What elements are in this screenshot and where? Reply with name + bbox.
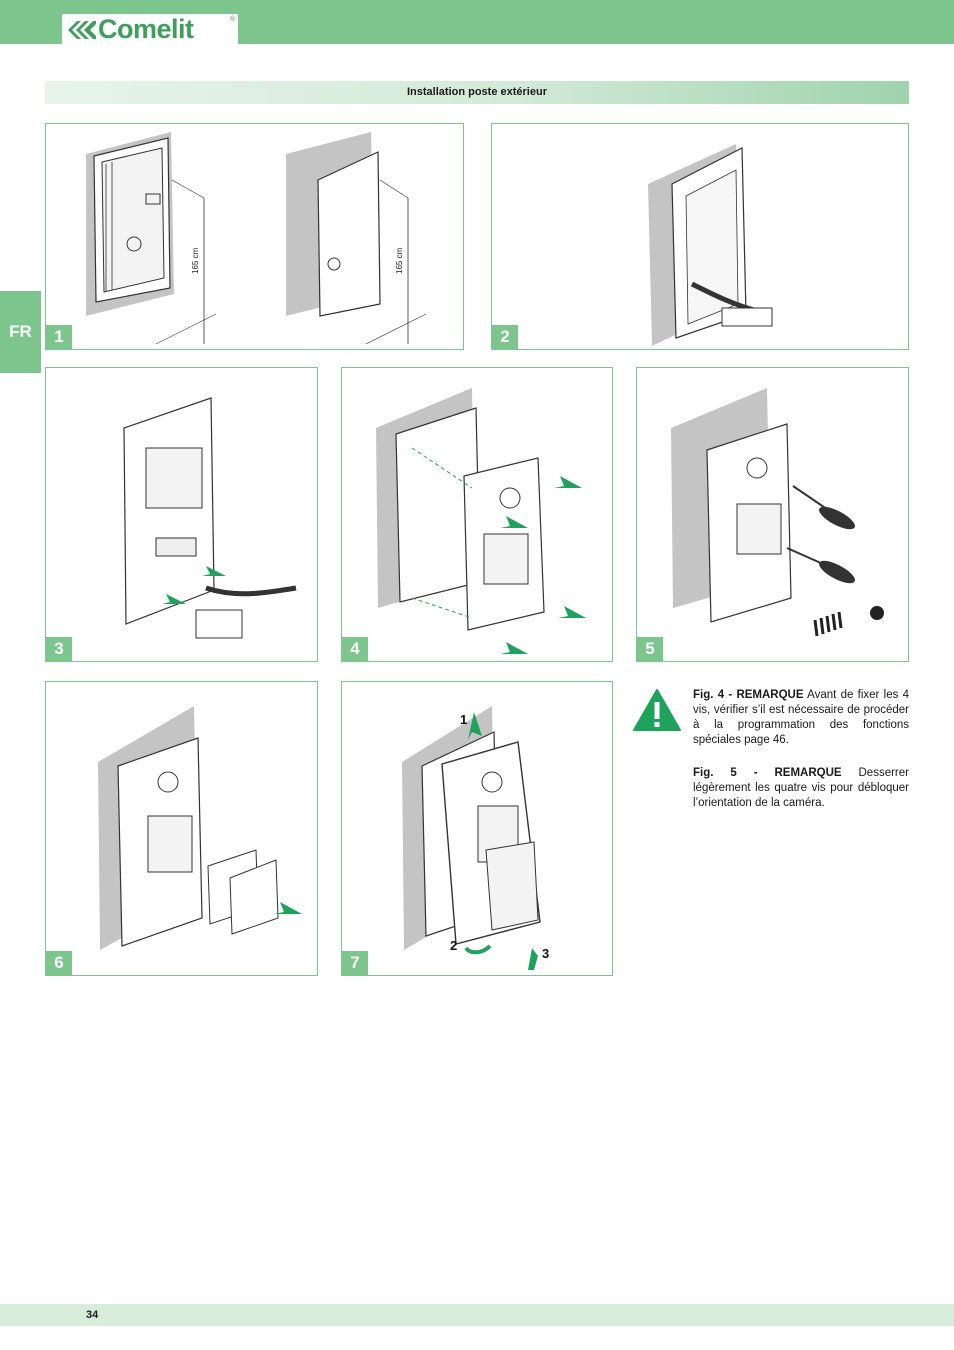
figure-5-number: 5: [637, 637, 663, 661]
registered-mark: ®: [230, 16, 236, 23]
section-title: Installation poste extérieur: [407, 86, 547, 98]
brand-name: Comelit: [98, 14, 194, 44]
figure-3: 3: [45, 367, 318, 662]
step-label-3: 3: [542, 946, 549, 961]
figure-7-illustration: 1 2 3: [402, 706, 549, 970]
figure-7: 1 2 3 7: [341, 681, 613, 976]
note-fig-4-label: Fig. 4 - REMARQUE: [693, 689, 804, 701]
figure-4-number: 4: [342, 637, 368, 661]
section-header: Installation poste extérieur: [45, 81, 909, 104]
figure-2-illustration: [648, 144, 773, 346]
comelit-logo-icon: [68, 21, 96, 39]
figure-2: 2: [491, 123, 909, 350]
step-label-2: 2: [450, 938, 457, 953]
note-fig-5: Fig. 5 - REMARQUE Desserrer légèrement l…: [693, 766, 909, 811]
figure-6-illustration: [98, 706, 302, 950]
figure-7-number: 7: [342, 951, 368, 975]
page-number: 34: [86, 1309, 99, 1321]
header-bar: Comelit ®: [0, 0, 954, 44]
note-fig-4-text: Avant de fixer les 4 vis, vérifier s’il …: [693, 689, 909, 746]
brand-logo: Comelit ®: [62, 14, 238, 44]
note-fig-4: Fig. 4 - REMARQUE Avant de fixer les 4 v…: [693, 688, 909, 748]
figure-1-illustration: 165 cm 165 cm: [86, 132, 427, 345]
figure-6: 6: [45, 681, 318, 976]
figure-5-illustration: [671, 388, 884, 637]
note-fig-5-label: Fig. 5 - REMARQUE: [693, 767, 842, 779]
figure-1: 165 cm 165 cm 1: [45, 123, 464, 350]
figure-5: 5: [636, 367, 909, 662]
figure-6-number: 6: [46, 951, 72, 975]
footer-bar: 34: [0, 1304, 954, 1326]
step-label-1: 1: [460, 712, 467, 727]
figure-3-number: 3: [46, 637, 72, 661]
figure-1-number: 1: [46, 325, 72, 349]
figure-4: 4: [341, 367, 613, 662]
language-label: FR: [9, 322, 32, 341]
figure-3-illustration: [123, 397, 297, 639]
warning-icon: [633, 689, 681, 731]
dimension-label-a: 165 cm: [191, 247, 200, 274]
language-tab: FR: [0, 291, 41, 373]
figure-4-illustration: [376, 388, 586, 654]
dimension-label-b: 165 cm: [395, 247, 404, 274]
figure-2-number: 2: [492, 325, 518, 349]
note-fig-5-text: Desserrer légèrement les quatre vis pour…: [693, 767, 909, 809]
